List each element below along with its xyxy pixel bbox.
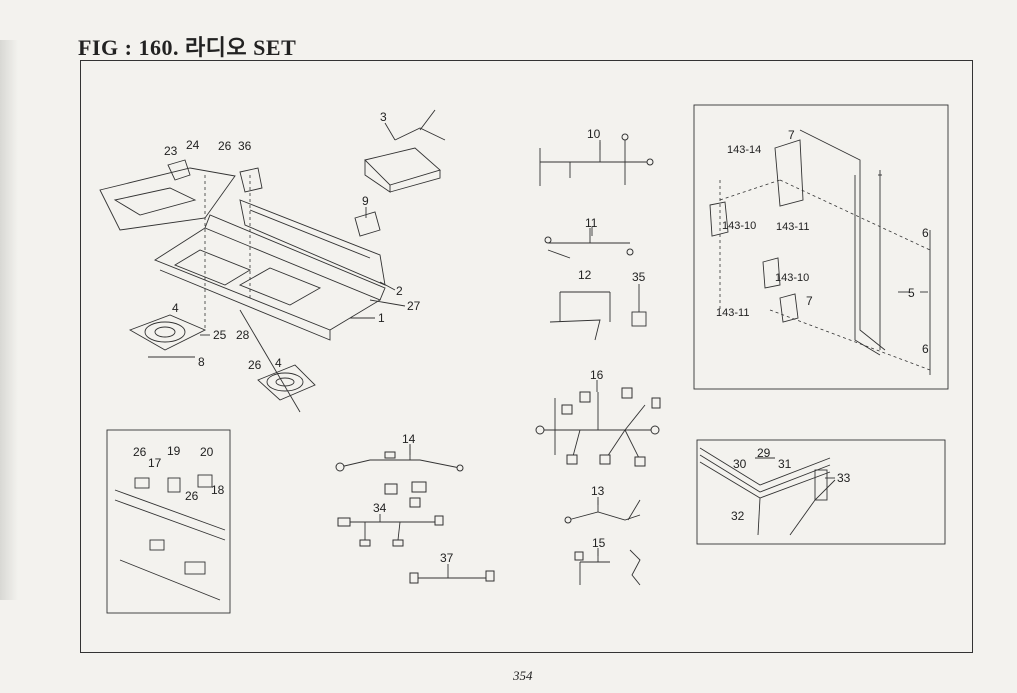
callout-18: 18 [211,483,225,497]
callout-26-c: 26 [133,445,147,459]
harness-10-part [539,133,654,186]
callout-31: 31 [778,457,792,471]
callout-16: 16 [590,368,604,382]
callout-7-a: 7 [788,128,795,142]
harness-16-part [535,387,661,467]
callout-5: 5 [908,286,915,300]
switch-detail-box [106,429,231,614]
figure-title: FIG : 160. 라디오 SET [78,35,297,60]
page-number: 354 [513,668,533,683]
callout-33: 33 [837,471,851,485]
callout-24: 24 [186,138,200,152]
bracket-36-part [239,167,263,193]
console-panel-assembly [99,167,386,413]
callout-6-a: 6 [922,226,929,240]
harness-13-part [564,499,641,524]
speaker-right-part [257,364,316,401]
bracket-24-part [167,159,191,181]
callout-34: 34 [373,501,387,515]
callout-12: 12 [578,268,592,282]
callout-9: 9 [362,194,369,208]
cable-37-part [409,564,495,584]
callout-143-14: 143-14 [727,144,761,156]
bracket-9-part [354,211,381,237]
callout-27: 27 [407,299,421,313]
callout-17: 17 [148,456,162,470]
callout-11: 11 [585,216,598,230]
callout-26-b: 26 [248,358,262,372]
callout-37: 37 [440,551,454,565]
trim-detail-box [696,439,946,545]
callout-143-10-a: 143-10 [722,220,756,232]
diagram-frame [80,60,973,653]
callout-32: 32 [731,509,745,523]
part-35 [631,311,647,327]
callout-labels: 3 9 2 27 1 23 24 26 36 4 25 28 8 26 4 26… [133,110,929,565]
harness-34-part [337,481,444,547]
harness-15-part [574,549,641,586]
callout-29: 29 [757,446,771,460]
callout-30: 30 [733,457,747,471]
trim-drawing [699,447,836,536]
harness-12-part [549,291,611,341]
radio-unit-part [364,109,446,193]
callout-4-a: 4 [172,301,179,315]
callout-10: 10 [587,127,601,141]
callout-143-11-b: 143-11 [716,307,749,319]
harness-14-part [335,445,464,472]
callout-7-b: 7 [806,294,813,308]
switch-detail-drawing [114,474,226,601]
speaker-left-part [128,314,207,351]
callout-14: 14 [402,432,416,446]
antenna-drawing [709,129,931,375]
callout-26-d: 26 [185,489,199,503]
callout-6-b: 6 [922,342,929,356]
callout-25: 25 [213,328,227,342]
callout-1: 1 [378,311,385,325]
callout-3: 3 [380,110,387,124]
callout-23: 23 [164,144,178,158]
harness-11-part [544,228,634,259]
callout-13: 13 [591,484,605,498]
antenna-detail-box [693,104,949,390]
scan-edge-shadow [0,40,18,600]
callout-26-a: 26 [218,139,232,153]
leader-lines [148,122,928,556]
callout-19: 19 [167,444,181,458]
callout-35: 35 [632,270,646,284]
callout-143-10-b: 143-10 [775,272,809,284]
callout-8: 8 [198,355,205,369]
callout-143-11-a: 143-11 [776,221,809,233]
callout-36: 36 [238,139,252,153]
callout-4-b: 4 [275,356,282,370]
callout-20: 20 [200,445,214,459]
callout-15: 15 [592,536,606,550]
callout-2: 2 [396,284,403,298]
callout-28: 28 [236,328,250,342]
